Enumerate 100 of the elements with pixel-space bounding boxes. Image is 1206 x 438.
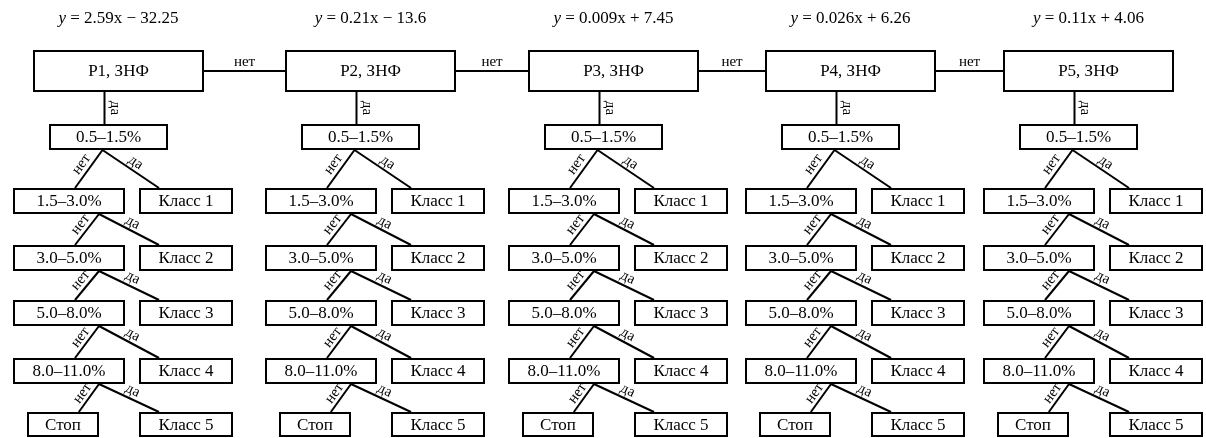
range-box: Класс 3 [391, 300, 485, 326]
equation-label: y = 0.009x + 7.45 [553, 8, 674, 28]
range-box: Класс 4 [391, 358, 485, 384]
range-box: Класс 2 [1109, 245, 1203, 271]
connector-line [74, 325, 100, 359]
connector-line [593, 325, 655, 359]
connector-line [355, 91, 358, 125]
range-box: Стоп [279, 412, 351, 437]
connector-line [1068, 270, 1130, 301]
range-box: Класс 5 [1109, 412, 1203, 437]
range-box: Класс 1 [139, 188, 233, 214]
range-box: 1.5–3.0% [983, 188, 1095, 214]
edge-label: да [618, 211, 638, 232]
range-box: 5.0–8.0% [745, 300, 857, 326]
edge-label: нет [233, 53, 256, 69]
edge-label: нет [801, 150, 826, 177]
connector-line [350, 325, 412, 359]
range-box: Стоп [27, 412, 99, 437]
connector-line [569, 270, 595, 301]
edge-label: нет [321, 150, 346, 177]
range-box: Стоп [759, 412, 831, 437]
edge-label: нет [481, 53, 503, 69]
connector-line [830, 325, 892, 359]
edge-label: да [602, 100, 617, 116]
connector-line [1044, 325, 1070, 359]
range-box: 5.0–8.0% [13, 300, 125, 326]
connector-line [1068, 325, 1130, 359]
range-box: 1.5–3.0% [745, 188, 857, 214]
range-box: 0.5–1.5% [544, 124, 663, 150]
connector-line [569, 149, 599, 189]
edge-label: да [1095, 151, 1116, 172]
edge-label: да [857, 151, 878, 172]
edge-label: нет [69, 150, 94, 177]
connector-line [1073, 91, 1076, 125]
connector-line [835, 91, 838, 125]
decision-box: P1, ЗНФ [33, 50, 204, 92]
range-box: 3.0–5.0% [265, 245, 377, 271]
range-box: 8.0–11.0% [265, 358, 377, 384]
connector-line [326, 325, 352, 359]
range-box: Класс 5 [871, 412, 965, 437]
connector-line [593, 383, 655, 413]
edge-label: нет [1037, 323, 1063, 350]
range-box: Класс 2 [391, 245, 485, 271]
connector-line [1044, 149, 1074, 189]
range-box: Класс 3 [634, 300, 728, 326]
edge-label: да [855, 211, 875, 232]
range-box: Стоп [997, 412, 1069, 437]
edge-label: да [123, 324, 144, 345]
edge-label: да [359, 100, 374, 116]
range-box: 8.0–11.0% [745, 358, 857, 384]
range-box: Класс 5 [391, 412, 485, 437]
connector-line [77, 383, 100, 413]
range-box: 8.0–11.0% [13, 358, 125, 384]
decision-box: P5, ЗНФ [1003, 50, 1174, 92]
edge-label: нет [1037, 211, 1063, 237]
connector-line [350, 383, 412, 413]
connector-line [809, 383, 832, 413]
edge-label: да [125, 151, 146, 172]
connector-line [326, 270, 352, 301]
connector-line [98, 270, 160, 301]
range-box: 1.5–3.0% [13, 188, 125, 214]
connector-line [455, 70, 529, 72]
edge-label: нет [958, 53, 981, 69]
edge-label: нет [721, 53, 743, 69]
range-box: 8.0–11.0% [983, 358, 1095, 384]
range-box: Класс 3 [1109, 300, 1203, 326]
connector-line [74, 270, 100, 301]
edge-label: да [855, 324, 876, 345]
connector-line [103, 91, 106, 125]
range-box: 3.0–5.0% [13, 245, 125, 271]
edge-label: да [107, 100, 122, 116]
edge-label: да [618, 324, 639, 345]
decision-box: P4, ЗНФ [765, 50, 936, 92]
edge-label: нет [319, 211, 345, 237]
connector-line [326, 213, 352, 246]
range-box: Класс 1 [1109, 188, 1203, 214]
range-box: 1.5–3.0% [508, 188, 620, 214]
connector-line [1071, 149, 1130, 189]
edge-label: да [377, 151, 398, 172]
connector-line [806, 213, 832, 246]
connector-line [806, 325, 832, 359]
connector-line [74, 149, 104, 189]
edge-label: нет [1039, 150, 1064, 177]
range-box: 0.5–1.5% [781, 124, 900, 150]
edge-label: нет [319, 323, 345, 350]
edge-label: нет [562, 211, 588, 237]
connector-line [98, 383, 160, 413]
connector-line [806, 270, 832, 301]
edge-label: да [1093, 211, 1113, 232]
range-box: 5.0–8.0% [508, 300, 620, 326]
range-box: 5.0–8.0% [265, 300, 377, 326]
equation-label: y = 2.59x − 32.25 [58, 8, 179, 28]
equation-label: y = 0.21x − 13.6 [314, 8, 427, 28]
range-box: 3.0–5.0% [983, 245, 1095, 271]
range-box: 8.0–11.0% [508, 358, 620, 384]
range-box: Класс 1 [634, 188, 728, 214]
range-box: Стоп [522, 412, 594, 437]
connector-line [596, 149, 655, 189]
range-box: 0.5–1.5% [1019, 124, 1138, 150]
connector-line [350, 213, 412, 246]
